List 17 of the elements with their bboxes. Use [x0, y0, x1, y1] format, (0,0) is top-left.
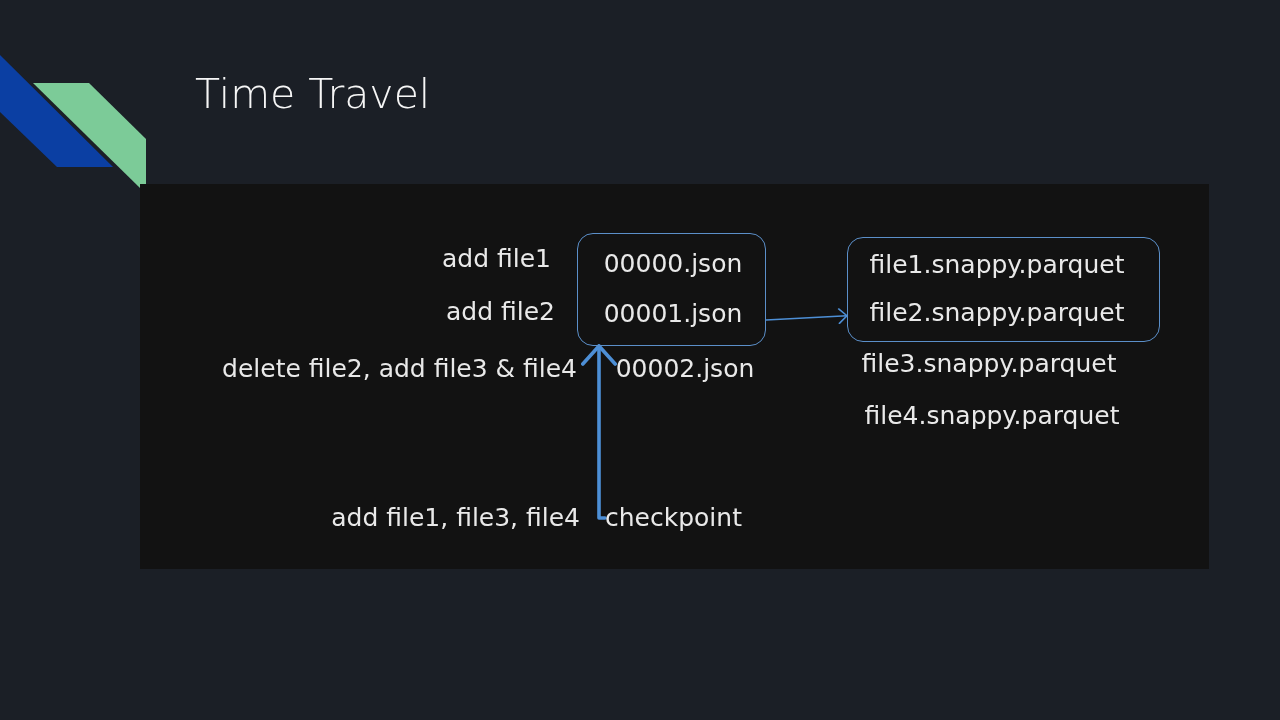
arrow — [765, 308, 848, 325]
action-note: add file1 — [442, 243, 551, 275]
action-note: delete file2, add file3 & file4 — [222, 353, 577, 385]
file-name: file4.snappy.parquet — [864, 400, 1120, 432]
group-frame — [577, 233, 766, 346]
file-name: 00000.json — [603, 248, 743, 280]
file-name: file1.snappy.parquet — [869, 249, 1125, 281]
file-name: file3.snappy.parquet — [861, 348, 1117, 380]
checkpoint-label: checkpoint — [605, 502, 742, 534]
file-name: file2.snappy.parquet — [869, 297, 1125, 329]
action-note: add file1, file3, file4 — [331, 502, 580, 534]
arrow — [581, 344, 617, 520]
action-note: add file2 — [446, 296, 555, 328]
group-frame — [847, 237, 1160, 342]
file-name: 00001.json — [603, 298, 743, 330]
slide-title: Time Travel — [195, 72, 431, 118]
file-name: 00002.json — [615, 353, 755, 385]
